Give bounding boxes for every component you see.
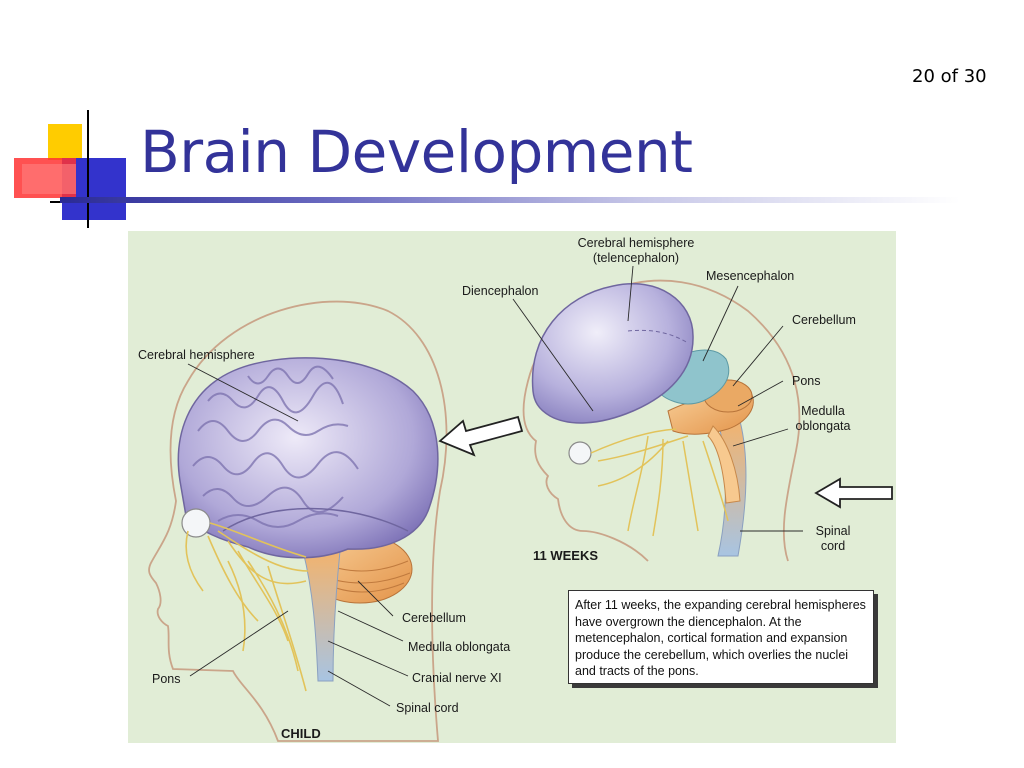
child-nerves [185, 522, 309, 692]
label-fetal-cerebral-hemisphere-line2: (telencephalon) [592, 251, 680, 265]
slide-logo-icon [14, 110, 130, 228]
fetal-nerves [590, 428, 729, 537]
label-fetal-medulla-line1: Medulla [801, 404, 845, 418]
label-fetal-mesencephalon: Mesencephalon [706, 269, 795, 283]
child-cerebral-cortex [177, 357, 439, 559]
direction-arrow-right-icon [814, 477, 893, 509]
fetal-cerebral-hemisphere [531, 283, 694, 424]
label-fetal-diencephalon: Diencephalon [462, 284, 539, 298]
label-leader-lines [187, 265, 803, 707]
direction-arrow-left-icon [438, 415, 524, 457]
label-fetal-cerebral-hemisphere-line1: Cerebral hemisphere [577, 236, 695, 250]
label-child-cerebellum: Cerebellum [402, 611, 466, 625]
label-fetal-spinal-line1: Spinal [815, 524, 851, 538]
title-divider [60, 197, 960, 203]
label-fetal-pons: Pons [792, 374, 821, 388]
figure-caption: After 11 weeks, the expanding cerebral h… [568, 590, 874, 684]
page-indicator: 20 of 30 [912, 66, 987, 87]
fetal-eye [568, 441, 592, 465]
label-child-medulla: Medulla oblongata [408, 640, 511, 654]
label-child-stage: CHILD [281, 726, 321, 741]
child-spinal-cord [302, 550, 341, 682]
fetal-medulla [707, 425, 741, 504]
label-child-pons: Pons [152, 672, 181, 686]
child-head-outline [148, 300, 448, 742]
label-fetal-stage: 11 WEEKS [533, 548, 599, 563]
brain-development-figure: Cerebral hemisphere Cerebellum Medulla o… [128, 231, 896, 743]
label-child-cerebral-hemisphere: Cerebral hemisphere [138, 348, 255, 362]
label-child-cranial-nerve: Cranial nerve XI [412, 671, 502, 685]
brain-illustration [148, 265, 893, 742]
slide-title: Brain Development [140, 118, 693, 186]
child-eye [181, 508, 211, 538]
label-fetal-cerebellum: Cerebellum [792, 313, 856, 327]
label-fetal-cerebral-hemisphere: Cerebral hemisphere (telencephalon) [564, 236, 708, 266]
label-fetal-medulla-line2: oblongata [795, 419, 851, 433]
label-fetal-spinal-cord: Spinal cord [806, 524, 860, 554]
label-fetal-spinal-line2: cord [820, 539, 846, 553]
label-child-spinal-cord: Spinal cord [396, 701, 459, 715]
label-fetal-medulla: Medulla oblongata [786, 404, 860, 434]
